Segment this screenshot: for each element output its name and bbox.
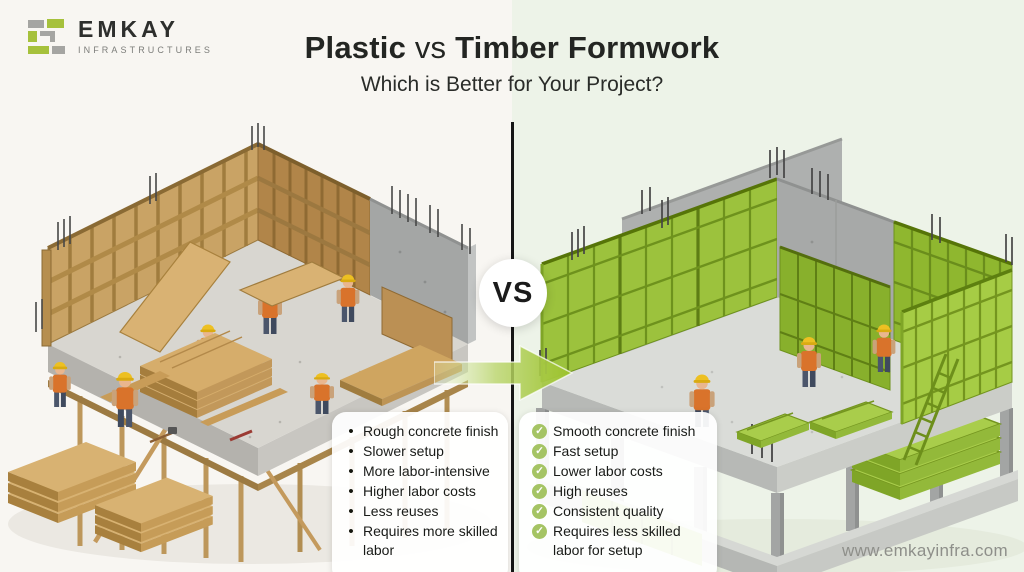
check-icon: ✓: [532, 464, 547, 479]
list-item: • More labor-intensive: [345, 462, 502, 481]
brand-logo-icon: [28, 18, 65, 54]
list-item-label: High reuses: [553, 483, 628, 499]
vs-badge: VS: [479, 259, 547, 327]
list-item: • Slower setup: [345, 442, 502, 461]
brand-logo: EMKAY INFRASTRUCTURES: [28, 18, 213, 55]
list-item-label: Requires more skilled labor: [363, 523, 498, 558]
brand-name: EMKAY: [78, 16, 179, 42]
check-icon: ✓: [532, 444, 547, 459]
bullet-icon: •: [348, 443, 354, 460]
timber-cons-list: • Rough concrete finish • Slower setup • Mo…: [345, 422, 502, 560]
plastic-pros-list: ✓ Smooth concrete finish ✓ Fast setup ✓ Low…: [532, 422, 711, 560]
transition-arrow-icon: [434, 344, 574, 402]
plastic-wall-front-right: [900, 268, 1013, 425]
list-item-label: Lower labor costs: [553, 463, 663, 479]
construction-workers: [49, 261, 360, 427]
center-divider: [511, 122, 514, 572]
check-icon: ✓: [532, 424, 547, 439]
list-item-label: More labor-intensive: [363, 463, 490, 479]
list-item-label: Smooth concrete finish: [553, 423, 696, 439]
list-item-label: Consistent quality: [553, 503, 664, 519]
check-icon: ✓: [532, 484, 547, 499]
title-vs: vs: [406, 30, 456, 65]
page-title: Plastic vs Timber Formwork: [0, 30, 1024, 66]
check-icon: ✓: [532, 504, 547, 519]
list-item: ✓ Consistent quality: [532, 502, 711, 521]
title-plastic: Plastic: [304, 30, 407, 65]
check-icon: ✓: [532, 524, 547, 539]
list-item-label: Higher labor costs: [363, 483, 476, 499]
bullet-icon: •: [348, 523, 354, 540]
timber-wall-right: [257, 142, 371, 296]
list-item: ✓ Requires less skilled labor for setup: [532, 522, 711, 560]
list-item: ✓ Lower labor costs: [532, 462, 711, 481]
brand-tagline: INFRASTRUCTURES: [78, 45, 214, 55]
bullet-icon: •: [348, 423, 354, 440]
list-item: ✓ Fast setup: [532, 442, 711, 461]
panel-modules-on-deck: [735, 400, 894, 448]
rebar: [35, 123, 471, 332]
website-url: www.emkayinfra.com: [842, 541, 1008, 560]
plastic-pros-panel: ✓ Smooth concrete finish ✓ Fast setup ✓ Low…: [519, 412, 717, 572]
list-item-label: Fast setup: [553, 443, 619, 459]
list-item-label: Slower setup: [363, 443, 444, 459]
title-timber: Timber Formwork: [455, 30, 720, 65]
plastic-wall-back-left: [540, 177, 778, 383]
list-item: ✓ High reuses: [532, 482, 711, 501]
page-subtitle: Which is Better for Your Project?: [360, 73, 664, 96]
list-item-label: Less reuses: [363, 503, 439, 519]
list-item: • Requires more skilled labor: [345, 522, 502, 560]
concrete-wall: [369, 197, 476, 366]
ladder: [902, 353, 960, 466]
list-item: • Higher labor costs: [345, 482, 502, 501]
hand-tools: [149, 427, 253, 444]
list-item: • Rough concrete finish: [345, 422, 502, 441]
list-item-label: Rough concrete finish: [363, 423, 499, 439]
list-item-label: Requires less skilled labor for setup: [553, 523, 681, 558]
list-item: • Less reuses: [345, 502, 502, 521]
bullet-icon: •: [348, 483, 354, 500]
list-item: ✓ Smooth concrete finish: [532, 422, 711, 441]
bullet-icon: •: [348, 503, 354, 520]
timber-cons-panel: • Rough concrete finish • Slower setup • Mo…: [332, 412, 508, 572]
bullet-icon: •: [348, 463, 354, 480]
